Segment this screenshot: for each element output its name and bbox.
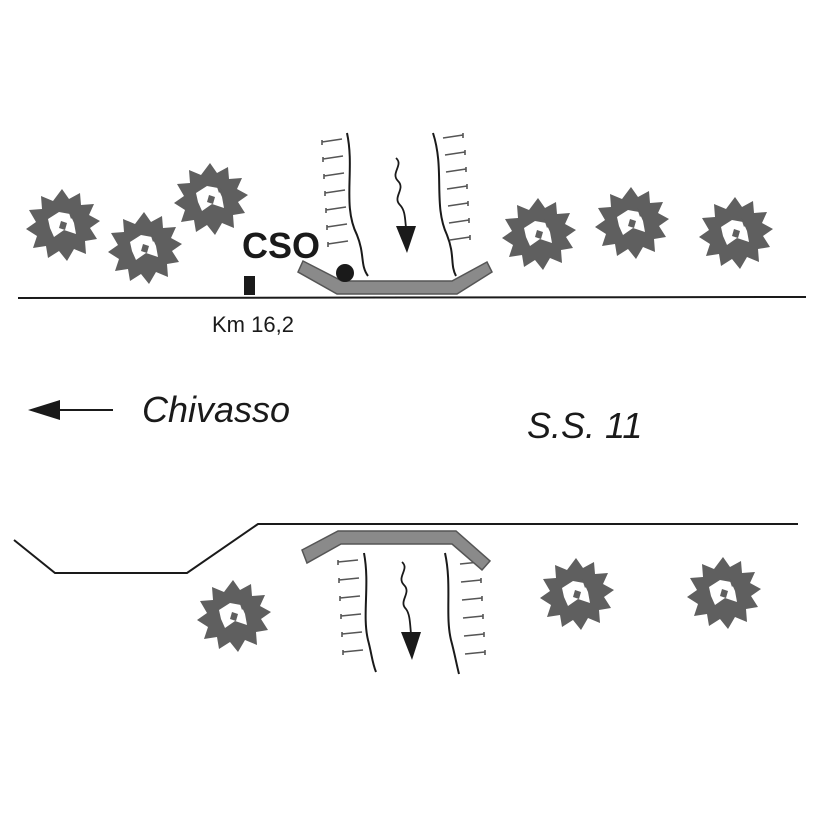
bridge-south [301, 530, 492, 572]
shrub-icon [108, 212, 182, 284]
canal-bank-right-north [432, 132, 457, 277]
embankment-ticks-left-north [321, 138, 349, 247]
km-post-icon [244, 276, 255, 295]
arrow-left-icon [28, 400, 113, 420]
station-dot-icon [336, 264, 354, 282]
shrub-icon [502, 198, 576, 270]
shrub-icon [595, 187, 669, 259]
canal-bank-left-north [346, 132, 369, 277]
canal-bank-left-south [363, 552, 377, 673]
embankment-ticks-right-south [459, 560, 486, 655]
shrub-icon [174, 163, 248, 235]
flow-arrow-icon-south [400, 561, 421, 660]
road-label: S.S. 11 [527, 405, 642, 446]
embankment-ticks-right-north [442, 133, 471, 241]
road-edge-north [17, 296, 807, 299]
shrub-icon [540, 558, 614, 630]
shrub-icon [687, 557, 761, 629]
shrub-icon [197, 580, 271, 652]
bridge-north [297, 259, 493, 295]
shrub-icon [26, 189, 100, 261]
road-edge-south [13, 523, 798, 574]
station-code-label: CSO [242, 225, 320, 266]
direction-label: Chivasso [142, 389, 290, 430]
canal-bank-right-south [444, 552, 460, 675]
shrub-icon [699, 197, 773, 269]
embankment-ticks-left-south [337, 559, 364, 655]
flow-arrow-icon-north [394, 157, 416, 253]
km-marker-label: Km 16,2 [212, 312, 294, 337]
